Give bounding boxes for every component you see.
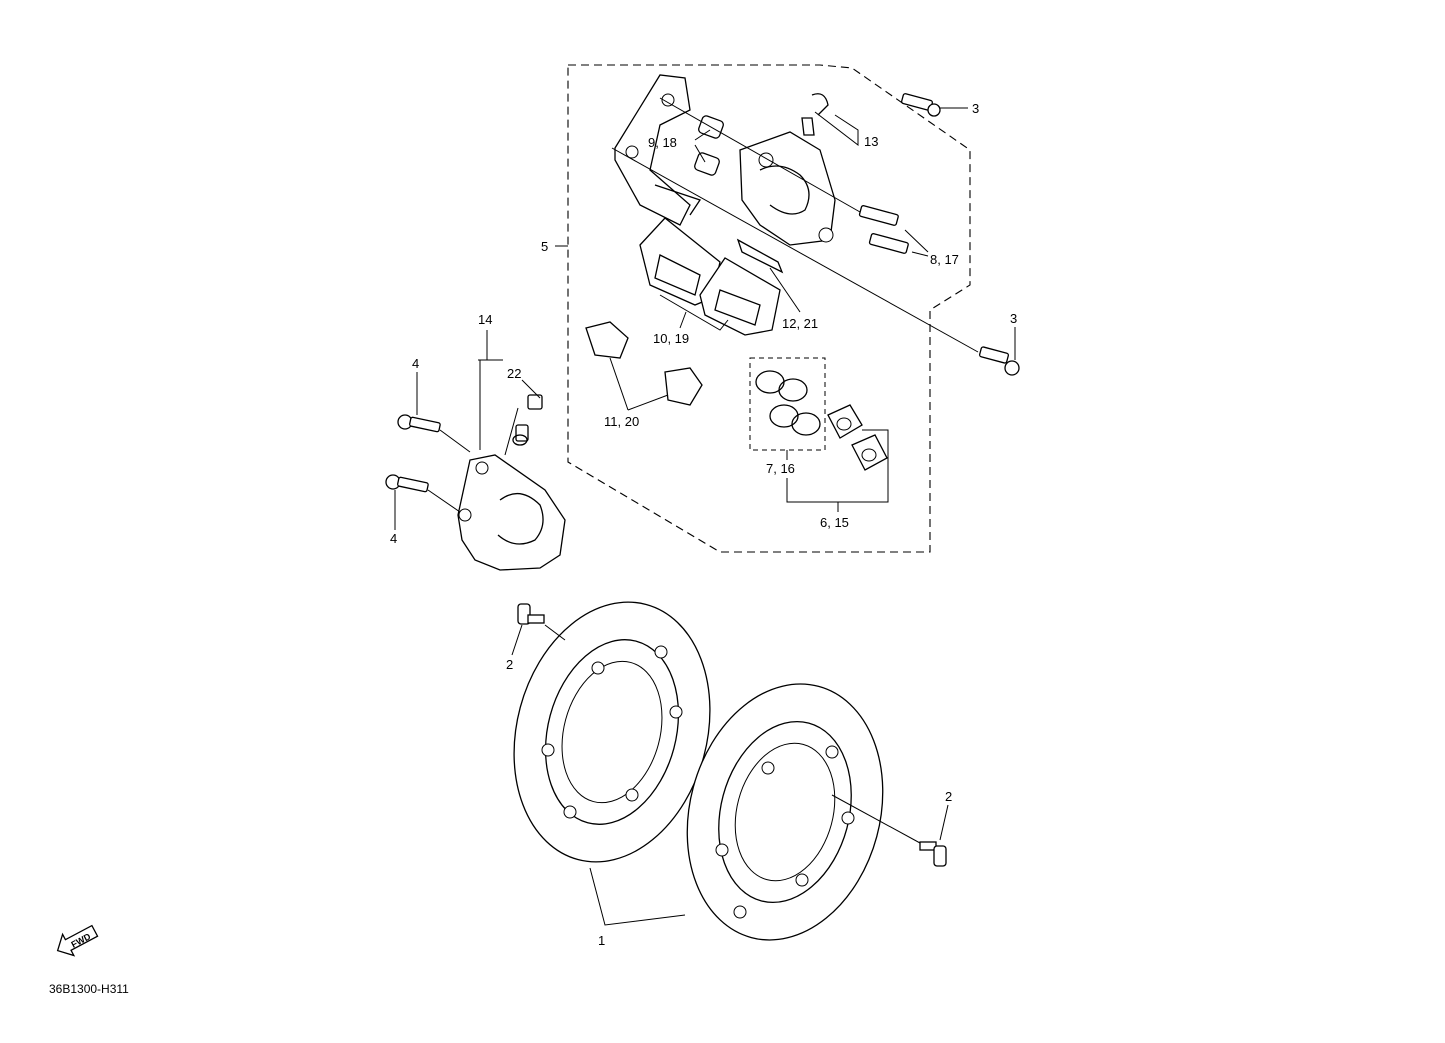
disc-bolt-right xyxy=(919,841,947,867)
leader-lines xyxy=(394,97,1016,926)
lower-caliper-assembly xyxy=(457,454,566,571)
label-8-17: 8, 17 xyxy=(930,252,959,267)
lower-caliper-bleed-screw xyxy=(512,394,543,446)
label-3-lower: 3 xyxy=(1010,311,1017,326)
label-1: 1 xyxy=(598,933,605,948)
caliper-assembly-boundary xyxy=(567,64,971,553)
bolt-upper-4 xyxy=(397,414,441,433)
label-6-15: 6, 15 xyxy=(820,515,849,530)
bolt-lower-4 xyxy=(385,474,429,493)
label-12-21: 12, 21 xyxy=(782,316,818,331)
label-7-16: 7, 16 xyxy=(766,461,795,476)
upper-caliper-bracket xyxy=(614,74,702,226)
pad-shims xyxy=(585,321,703,406)
label-2-left: 2 xyxy=(506,657,513,672)
label-3-upper: 3 xyxy=(972,101,979,116)
pistons xyxy=(827,404,888,471)
seal-kit-boundary xyxy=(749,357,826,451)
label-22: 22 xyxy=(507,366,521,381)
caliper-pins xyxy=(858,205,909,254)
bolt-upper-3 xyxy=(901,93,941,117)
label-4-upper: 4 xyxy=(412,356,419,371)
pad-spring xyxy=(736,238,784,274)
label-4-lower: 4 xyxy=(390,531,397,546)
brake-pads xyxy=(639,217,781,336)
label-13: 13 xyxy=(864,134,878,149)
bolt-lower-3 xyxy=(978,346,1020,376)
upper-caliper-body xyxy=(739,131,836,246)
bleed-screw xyxy=(801,93,829,136)
label-11-20: 11, 20 xyxy=(604,414,639,429)
label-10-19: 10, 19 xyxy=(653,331,689,346)
label-9-18: 9, 18 xyxy=(648,135,677,150)
diagram-code: 36B1300-H311 xyxy=(49,982,129,996)
brake-disc-left xyxy=(513,601,711,863)
piston-seals xyxy=(755,370,821,436)
label-2-right: 2 xyxy=(945,789,952,804)
disc-bolt-left xyxy=(517,603,545,625)
brake-disc-right xyxy=(686,683,884,941)
slide-pin-boots xyxy=(694,115,724,176)
fwd-arrow-icon: FWD xyxy=(56,924,99,957)
label-5: 5 xyxy=(541,239,548,254)
label-14: 14 xyxy=(478,312,492,327)
